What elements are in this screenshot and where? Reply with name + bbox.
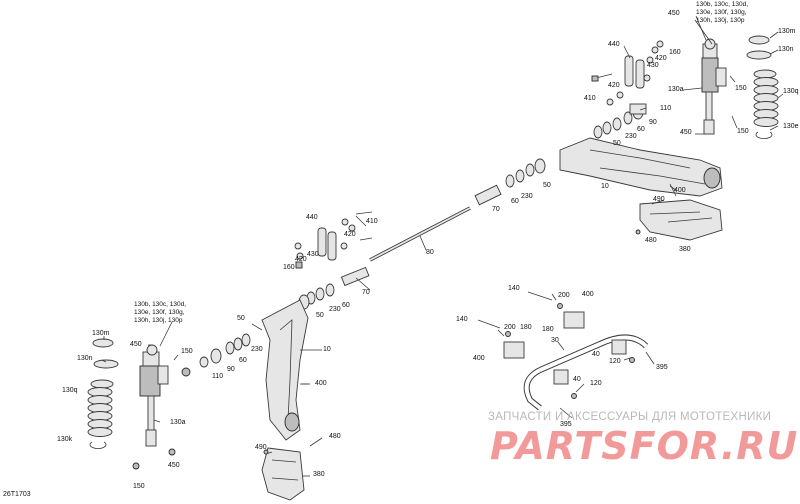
callout-60-mid: 60	[342, 302, 350, 309]
callout-130e-top: 130e	[783, 123, 799, 130]
callout-450-top-2: 450	[680, 129, 692, 136]
leader-lines	[101, 15, 784, 477]
callout-50-top-2: 50	[543, 182, 551, 189]
callout-130k: 130k	[57, 436, 73, 443]
callout-410-mid: 410	[366, 218, 378, 225]
callout-90-bottom: 90	[227, 366, 235, 373]
watermark-logo: PARTSFOR.RU	[490, 424, 799, 468]
bushings-top-mid	[474, 158, 546, 206]
callout-130n-top: 130n	[778, 46, 794, 53]
callout-60-mid-2: 60	[239, 357, 247, 364]
callout-480-bottom: 480	[329, 433, 341, 440]
callout-420-mid-1: 420	[344, 231, 356, 238]
callout-230-top-1: 230	[625, 133, 637, 140]
callout-440-mid: 440	[306, 214, 318, 221]
callout-490-bottom: 490	[255, 444, 267, 451]
callout-160-mid: 160	[283, 264, 295, 271]
shock-absorber-bottom	[139, 344, 169, 447]
callout-130q-bottom: 130q	[62, 387, 78, 394]
callout-30: 30	[551, 337, 559, 344]
callout-130a-bottom: 130a	[170, 419, 186, 426]
callout-130n-bottom: 130n	[77, 355, 93, 362]
callout-10-bottom: 10	[323, 346, 331, 353]
callout-400-sway-1: 400	[582, 291, 594, 298]
a-arm-top	[559, 137, 723, 197]
callout-60-top-2: 60	[511, 198, 519, 205]
callout-395-a: 395	[656, 364, 668, 371]
callout-160-top: 160	[669, 49, 681, 56]
diagram-id: 26T1703	[3, 491, 31, 498]
callout-490-top: 490	[653, 196, 665, 203]
callout-10-top: 10	[601, 183, 609, 190]
skid-plate-bottom	[261, 447, 305, 501]
callout-50-top-1: 50	[613, 140, 621, 147]
callout-40-a: 40	[592, 351, 600, 358]
callout-180-a: 180	[542, 326, 554, 333]
callout-450-bottom-1: 450	[130, 341, 142, 348]
callout-480-top: 480	[645, 237, 657, 244]
callout-430-mid: 430	[307, 251, 319, 258]
rocker-links-mid	[294, 211, 373, 269]
callout-150-bottom-1: 150	[181, 348, 193, 355]
skid-plate-top	[635, 199, 723, 241]
callout-40-b: 40	[573, 376, 581, 383]
callout-380-bottom: 380	[313, 471, 325, 478]
callout-400-bottom: 400	[315, 380, 327, 387]
callout-400-sway-2: 400	[473, 355, 485, 362]
callout-130a-top: 130a	[668, 86, 684, 93]
callout-150-bottom-2: 150	[133, 483, 145, 490]
callout-110-bottom: 110	[212, 373, 224, 380]
coil-spring-top	[746, 35, 779, 140]
sway-bar	[477, 291, 649, 411]
callout-140-b: 140	[456, 316, 468, 323]
callout-430-top: 430	[647, 62, 659, 69]
callout-70-top: 70	[492, 206, 500, 213]
callout-130b-group-top: 130b, 130c, 130d, 130e, 130f, 130g, 130h…	[696, 1, 749, 24]
callout-440-top: 440	[608, 41, 620, 48]
callout-420-mid-2: 420	[295, 256, 307, 263]
callout-120-a: 120	[609, 358, 621, 365]
callout-50-mid-1: 50	[316, 312, 324, 319]
callout-200-b: 200	[504, 324, 516, 331]
callout-395-b: 395	[560, 421, 572, 428]
callout-380-top: 380	[679, 246, 691, 253]
coil-spring-bottom	[87, 338, 176, 470]
callout-230-mid-1: 230	[329, 306, 341, 313]
long-shaft	[369, 206, 471, 262]
callout-130m-top: 130m	[778, 28, 796, 35]
shock-absorber-top	[701, 38, 727, 135]
callout-410-top: 410	[584, 95, 596, 102]
callout-130q-top: 130q	[783, 88, 799, 95]
callout-130m-bottom: 130m	[92, 330, 110, 337]
a-arm-bottom	[261, 299, 309, 441]
callout-450-top: 450	[668, 10, 680, 17]
callout-180-b: 180	[520, 324, 532, 331]
callout-90-top: 90	[649, 119, 657, 126]
callout-60-top-1: 60	[637, 126, 645, 133]
callout-420-top-2: 420	[608, 82, 620, 89]
callout-80: 80	[426, 249, 434, 256]
callout-420-top-1: 420	[655, 55, 667, 62]
callout-70-mid: 70	[362, 289, 370, 296]
callout-140-a: 140	[508, 285, 520, 292]
callout-230-top-2: 230	[521, 193, 533, 200]
bushings-top	[593, 103, 647, 139]
callout-400-top: 400	[674, 187, 686, 194]
watermark-tagline: ЗАПЧАСТИ И АКСЕССУАРЫ ДЛЯ МОТОТЕХНИКИ	[488, 411, 772, 423]
rocker-links-top	[591, 40, 664, 106]
callout-200-a: 200	[558, 292, 570, 299]
callout-450-bottom-2: 450	[168, 462, 180, 469]
callout-150-top-1: 150	[735, 85, 747, 92]
callout-120-b: 120	[590, 380, 602, 387]
callout-50-mid-2: 50	[237, 315, 245, 322]
callout-230-mid-2: 230	[251, 346, 263, 353]
callout-150-top-2: 150	[737, 128, 749, 135]
callout-110-top: 110	[660, 105, 672, 112]
callout-130b-group-bottom: 130b, 130c, 130d, 130e, 130f, 130g, 130h…	[134, 301, 187, 324]
